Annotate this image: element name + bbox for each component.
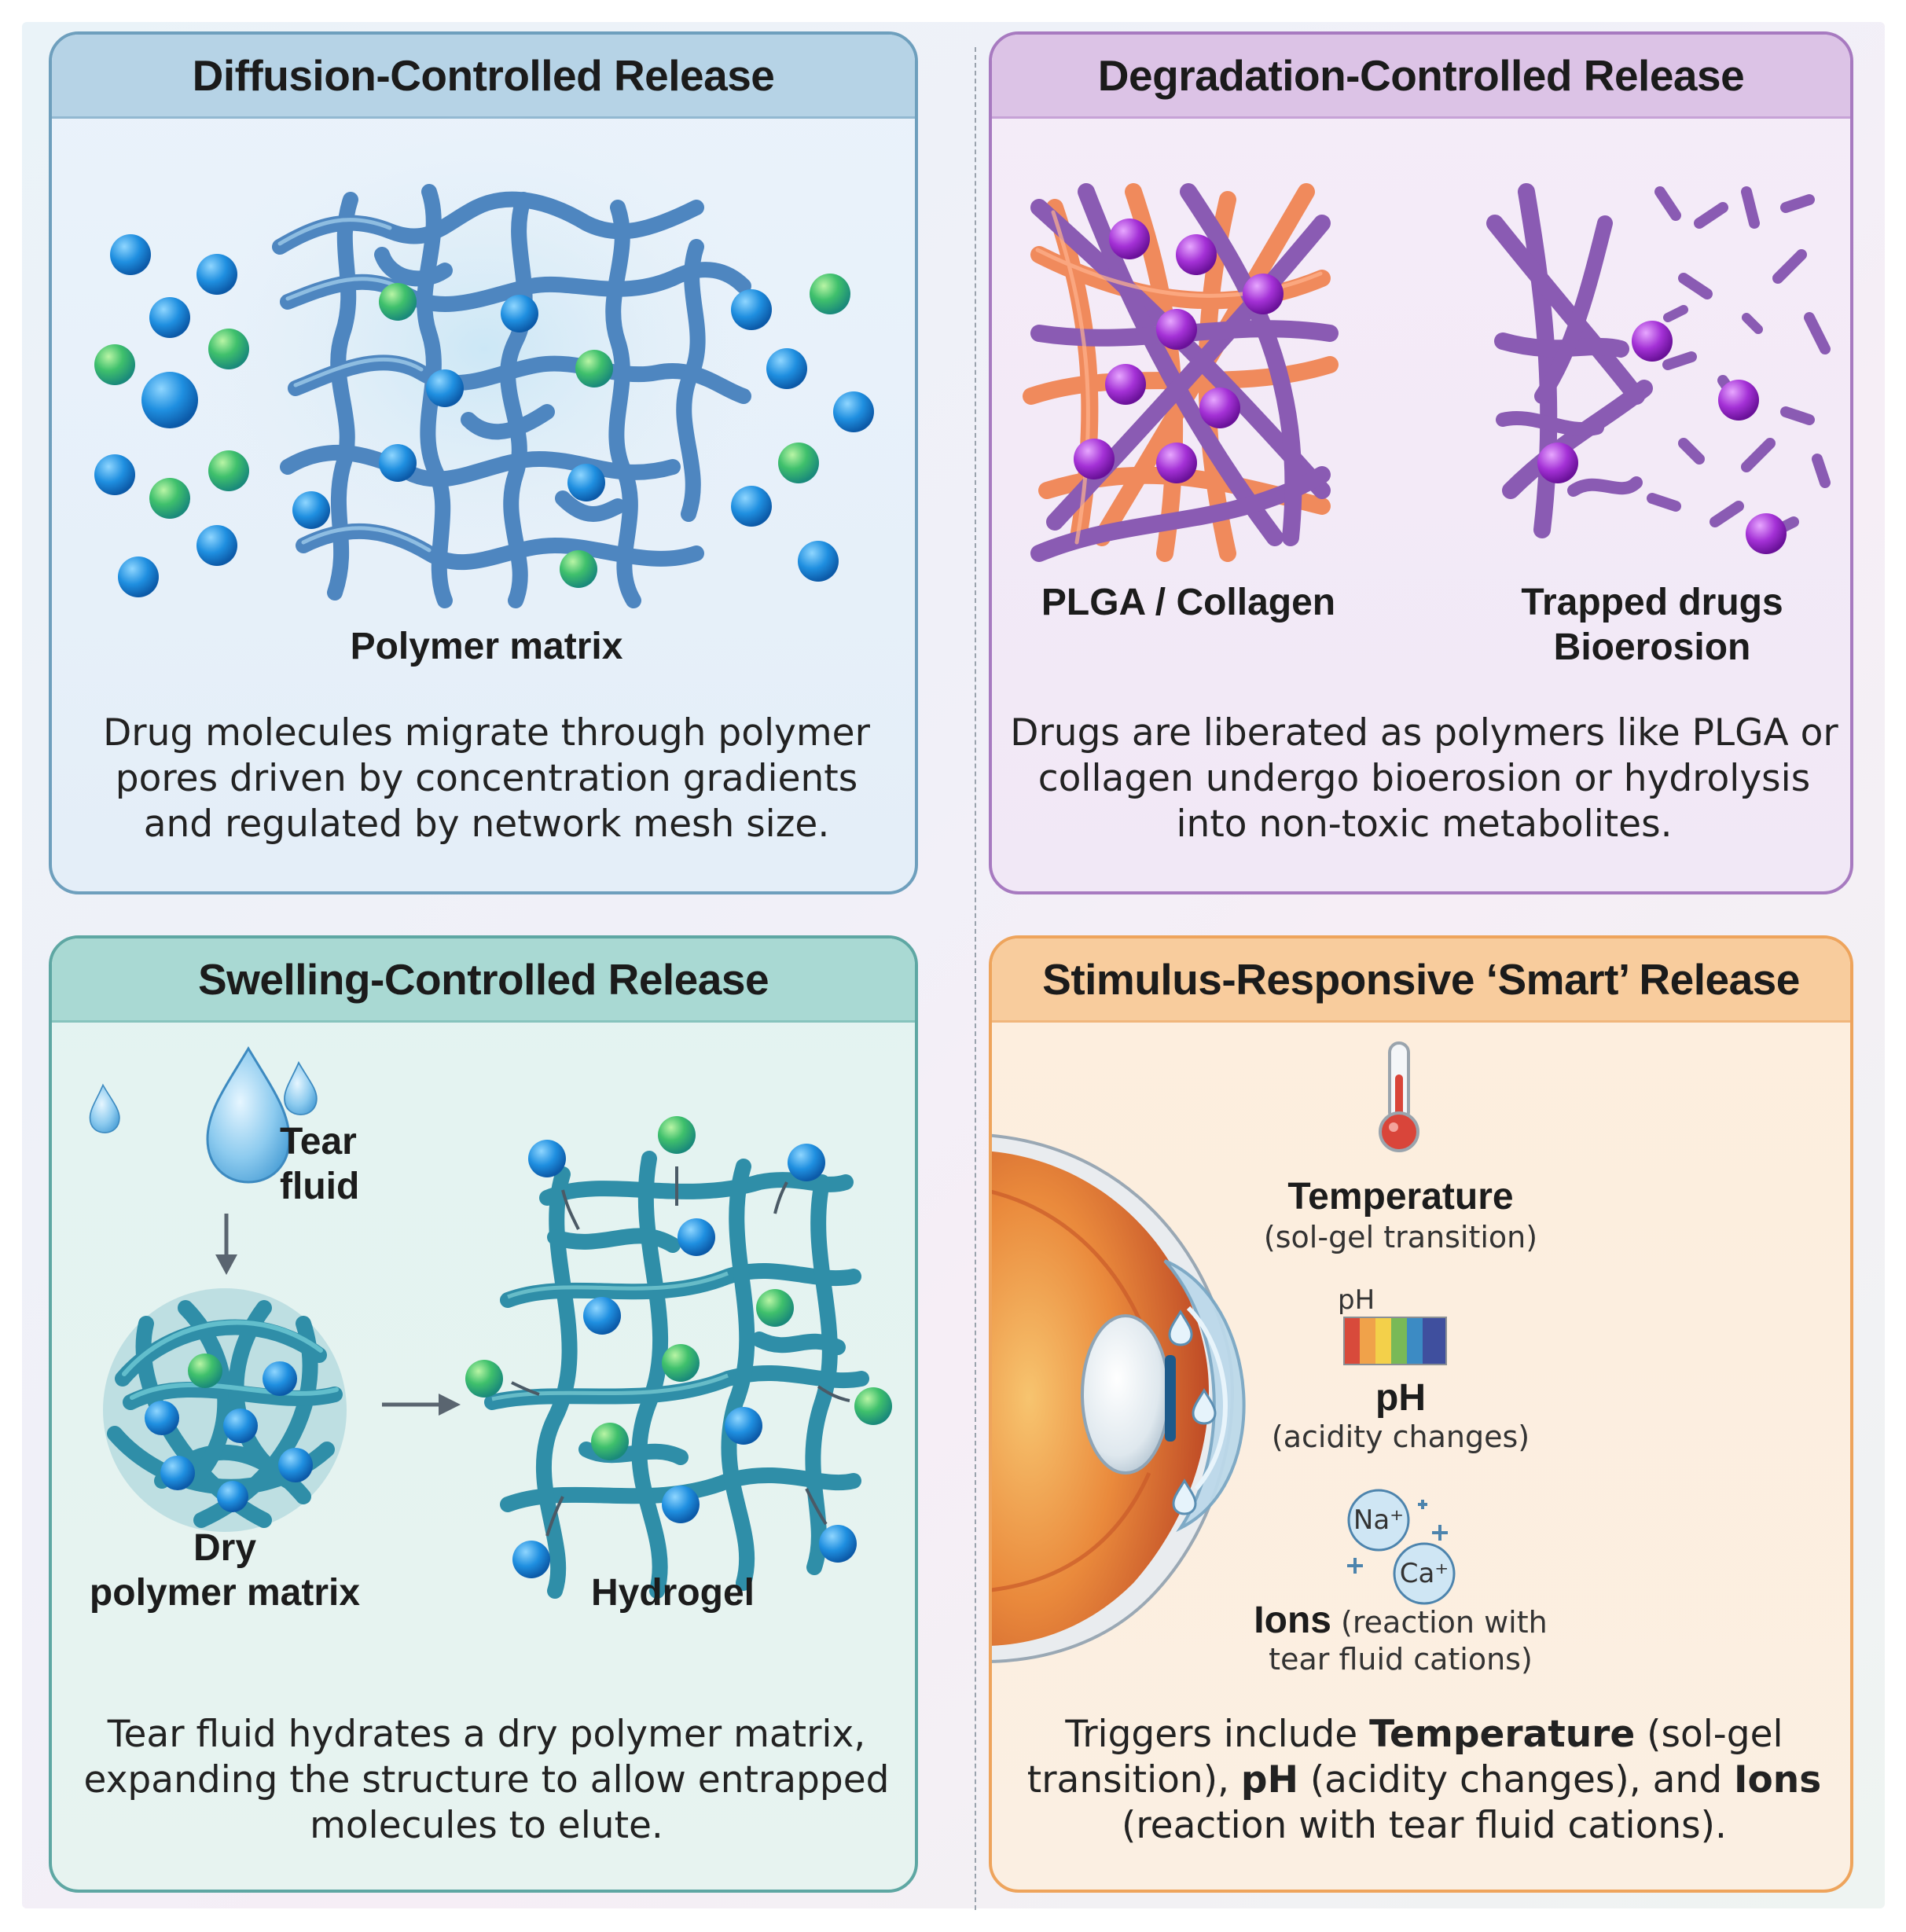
ph-strip-label: pH <box>1338 1284 1375 1316</box>
label-line: polymer matrix <box>89 1572 361 1614</box>
hydrogel-network <box>484 1151 869 1599</box>
ions-icon <box>1347 1489 1456 1605</box>
degradation-description: Drugs are liberated as polymers like PLG… <box>1000 711 1849 847</box>
desc-line: (reaction with tear fluid cations). <box>1122 1804 1727 1847</box>
swelling-illustration <box>89 1046 892 1599</box>
ions-sublabel-1: (reaction with <box>1341 1605 1548 1640</box>
panel-swelling: Swelling-Controlled Release <box>49 935 918 1893</box>
right-arrow-icon <box>382 1394 461 1416</box>
desc-line: expanding the structure to allow entrapp… <box>83 1758 890 1802</box>
calcium-ion-label: Ca⁺ <box>1399 1558 1449 1589</box>
tear-drop-icons <box>1168 1309 1217 1515</box>
trapped-drugs-intact <box>1074 219 1284 483</box>
tear-fluid-label: Tear fluid <box>280 1119 421 1209</box>
dry-matrix-drugs <box>145 1354 313 1512</box>
label-line: Tear <box>280 1121 357 1163</box>
stimulus-description: Triggers include Temperature (sol-gel tr… <box>1000 1712 1849 1849</box>
eroding-mesh <box>1486 183 1831 538</box>
ions-label: Ions <box>1254 1600 1331 1641</box>
temperature-label: Temperature <box>1287 1176 1514 1218</box>
matrix-highlights <box>277 218 432 553</box>
panel-title: Degradation-Controlled Release <box>992 35 1850 119</box>
eye-illustration <box>992 1133 1246 1663</box>
trapped-drugs-label: Trapped drugs Bioerosion <box>1463 580 1841 670</box>
ions-label-group: Ions (reaction with tear fluid cations) <box>1212 1599 1589 1677</box>
plga-collagen-label: PLGA / Collagen <box>1041 582 1336 623</box>
desc-line: collagen undergo bioerosion or hydrolysi… <box>1037 757 1811 800</box>
center-divider <box>975 47 976 1910</box>
desc-line: transition), pH (acidity changes), and I… <box>1026 1758 1822 1802</box>
label-line: Trapped drugs <box>1521 582 1783 623</box>
desc-line: and regulated by network mesh size. <box>143 803 830 846</box>
label-line: Bioerosion <box>1553 626 1751 668</box>
hydrogel-drugs-eluted <box>465 1116 892 1578</box>
desc-line: Drug molecules migrate through polymer <box>103 711 870 755</box>
sodium-ion-label: Na⁺ <box>1353 1504 1405 1536</box>
panel-title: Diffusion-Controlled Release <box>52 35 915 119</box>
panel-diffusion: Diffusion-Controlled Release <box>49 31 918 894</box>
hydrogel-label: Hydrogel <box>590 1572 755 1614</box>
panel-title: Stimulus-Responsive ‘Smart’ Release <box>992 938 1850 1023</box>
panel-degradation: Degradation-Controlled Release <box>989 31 1853 894</box>
diffusion-description: Drug molecules migrate through polymer p… <box>68 711 905 847</box>
desc-line: pores driven by concentration gradients <box>115 757 858 800</box>
ions-sublabel-2: tear fluid cations) <box>1269 1642 1533 1677</box>
label-line: fluid <box>280 1166 360 1207</box>
panel-stimulus: Stimulus-Responsive ‘Smart’ Release T <box>989 935 1853 1893</box>
desc-line: into non-toxic metabolites. <box>1176 803 1673 846</box>
desc-line: Drugs are liberated as polymers like PLG… <box>1010 711 1838 755</box>
thermometer-icon <box>1379 1041 1419 1152</box>
ph-sublabel: (acidity changes) <box>1271 1420 1530 1454</box>
desc-line: Triggers include Temperature (sol-gel <box>1065 1713 1783 1756</box>
polymer-matrix-network <box>272 184 751 608</box>
ph-strip-icon <box>1343 1317 1447 1365</box>
desc-line: molecules to elute. <box>310 1804 663 1847</box>
trapped-drugs-released <box>1537 321 1787 554</box>
elution-arrows <box>511 1166 850 1537</box>
tear-droplets-icon <box>89 1046 318 1184</box>
swelling-description: Tear fluid hydrates a dry polymer matrix… <box>60 1712 913 1849</box>
desc-line: Tear fluid hydrates a dry polymer matrix… <box>107 1713 866 1756</box>
diffusion-illustration <box>94 113 874 608</box>
dry-polymer-label: Dry polymer matrix <box>68 1526 382 1615</box>
polymer-matrix-label: Polymer matrix <box>350 626 623 667</box>
plga-collagen-mesh <box>1023 183 1339 562</box>
label-line: Dry <box>193 1527 257 1569</box>
panel-title: Swelling-Controlled Release <box>52 938 915 1023</box>
ph-label: pH <box>1375 1377 1426 1419</box>
hydrogel-drugs-inside <box>583 1218 794 1523</box>
temperature-sublabel: (sol-gel transition) <box>1263 1220 1538 1254</box>
degradation-illustration <box>1023 183 1831 562</box>
down-arrow-icon <box>215 1214 237 1275</box>
drug-molecules-free <box>94 234 874 597</box>
